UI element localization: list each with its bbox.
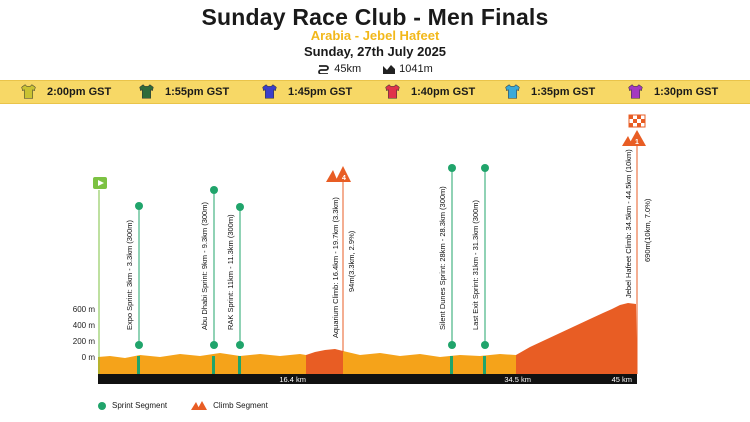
race-date: Sunday, 27th July 2025 bbox=[303, 44, 447, 59]
legend-sprint-label: Sprint Segment bbox=[112, 401, 168, 410]
jersey-icon bbox=[505, 84, 520, 99]
sprint-marker: Expo Sprint: 3km - 3.3km (300m) bbox=[125, 202, 143, 374]
legend-sprint: Sprint Segment bbox=[98, 401, 167, 410]
jersey-shape bbox=[505, 84, 520, 99]
jersey-shape bbox=[139, 84, 154, 99]
legend-climb: Climb Segment bbox=[191, 401, 268, 410]
distance-marker: 34.5 km bbox=[504, 375, 531, 384]
distance-value: 45km bbox=[334, 63, 362, 75]
jersey-icon bbox=[139, 84, 154, 99]
distance-marker: 45 km bbox=[612, 375, 632, 384]
climb-stats: 94m(3.3km, 2.9%) bbox=[347, 230, 356, 292]
jersey-icon bbox=[385, 84, 400, 99]
y-axis-label: 600 m bbox=[73, 305, 96, 314]
legend: Sprint Segment Climb Segment bbox=[98, 401, 268, 410]
climb-marker: 1 Jebel Hafeet Climb: 34.5km - 44.5km (1… bbox=[622, 114, 652, 374]
climb-category-icon bbox=[335, 166, 351, 182]
aquarium-climb-area bbox=[306, 349, 343, 374]
legend-climb-label: Climb Segment bbox=[213, 401, 268, 410]
sprint-marker: Last Exit Sprint: 31km - 31.3km (300m) bbox=[471, 164, 489, 374]
finish-flag-icon bbox=[628, 114, 646, 128]
climb-stats: 690m(10km, 7.0%) bbox=[643, 198, 652, 262]
wave-2: 1:55pm GST bbox=[138, 83, 229, 100]
sprint-marker: Silent Dunes Sprint: 28km - 28.3km (300m… bbox=[438, 164, 456, 374]
wave-time: 1:30pm GST bbox=[654, 85, 719, 98]
jersey-shape bbox=[628, 84, 643, 99]
mountain-icon bbox=[383, 65, 396, 74]
sprint-marker: RAK Sprint: 11km - 11.3km (300m) bbox=[226, 203, 244, 374]
climb-triangle-icon bbox=[191, 401, 208, 410]
wave-time: 1:40pm GST bbox=[411, 85, 476, 98]
climb-category: 1 bbox=[635, 139, 639, 146]
sprint-label: Expo Sprint: 3km - 3.3km (300m) bbox=[125, 219, 134, 330]
elevation-value: 1041m bbox=[399, 63, 433, 75]
sprint-dot-icon bbox=[98, 401, 106, 410]
climb-category-icon bbox=[326, 170, 338, 182]
sprint-label: RAK Sprint: 11km - 11.3km (300m) bbox=[226, 214, 235, 330]
y-axis-label: 200 m bbox=[73, 337, 96, 346]
route-icon bbox=[318, 65, 330, 74]
jersey-shape bbox=[21, 84, 36, 99]
wave-3: 1:45pm GST bbox=[261, 83, 352, 100]
start-times-band: 2:00pm GST 1:55pm GST 1:45pm GST 1:40pm … bbox=[0, 80, 750, 104]
wave-4: 1:40pm GST bbox=[384, 83, 475, 100]
climb-category: 4 bbox=[342, 175, 346, 182]
sprint-label: Silent Dunes Sprint: 28km - 28.3km (300m… bbox=[438, 186, 447, 330]
flat-road-area bbox=[98, 353, 306, 374]
wave-time: 1:35pm GST bbox=[531, 85, 596, 98]
climb-category-icon bbox=[622, 136, 633, 146]
wave-5: 1:35pm GST bbox=[504, 83, 595, 100]
distance-bar bbox=[98, 374, 637, 384]
wave-time: 1:45pm GST bbox=[288, 85, 353, 98]
race-stats: 45km 1041m bbox=[0, 63, 750, 75]
wave-time: 2:00pm GST bbox=[47, 85, 112, 98]
climb-label: Jebel Hafeet Climb: 34.5km - 44.5km (10k… bbox=[624, 149, 633, 298]
climb-category-icon bbox=[628, 130, 646, 146]
distance-marker: 16.4 km bbox=[279, 375, 306, 384]
distance-stat: 45km bbox=[317, 63, 361, 75]
jersey-shape bbox=[262, 84, 277, 99]
y-axis-label: 0 m bbox=[82, 353, 96, 362]
elevation-stat: 1041m bbox=[383, 63, 433, 75]
wave-time: 1:55pm GST bbox=[165, 85, 230, 98]
flat-road-area bbox=[343, 351, 516, 374]
wave-6: 1:30pm GST bbox=[627, 83, 718, 100]
jersey-icon bbox=[21, 84, 36, 99]
sprint-label: Last Exit Sprint: 31km - 31.3km (300m) bbox=[471, 199, 480, 330]
wave-1: 2:00pm GST bbox=[20, 83, 111, 100]
climb-marker: 4 Aquarium Climb: 16.4km - 19.7km (3.3km… bbox=[326, 166, 356, 352]
page-title: Sunday Race Club - Men Finals bbox=[201, 4, 549, 30]
play-icon bbox=[98, 180, 104, 186]
jersey-shape bbox=[385, 84, 400, 99]
sprint-label: Abu Dhabi Sprint: 9km - 9.3km (300m) bbox=[200, 202, 209, 330]
race-subtitle: Arabia - Jebel Hafeet bbox=[310, 28, 440, 43]
jebel-hafeet-climb-area bbox=[516, 303, 637, 374]
climb-label: Aquarium Climb: 16.4km - 19.7km (3.3km) bbox=[331, 197, 340, 338]
jersey-icon bbox=[628, 84, 643, 99]
y-axis-label: 400 m bbox=[73, 321, 96, 330]
jersey-icon bbox=[262, 84, 277, 99]
sprint-marker: Abu Dhabi Sprint: 9km - 9.3km (300m) bbox=[200, 186, 218, 374]
